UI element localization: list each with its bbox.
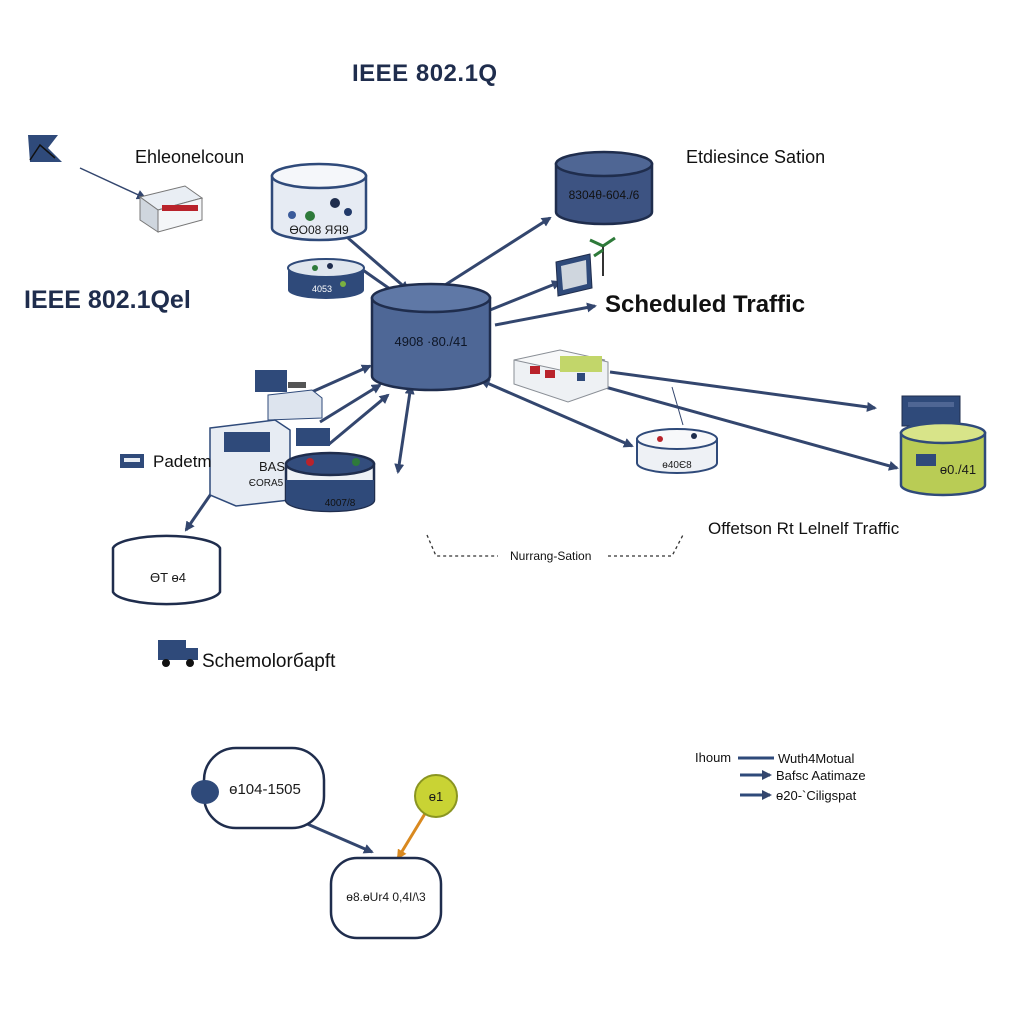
packet-icon <box>120 454 144 468</box>
label-schemo: Schemolorбapft <box>202 651 336 672</box>
hub-label: 4908 ·80./41 <box>394 334 467 349</box>
monitor-icon <box>555 253 593 297</box>
cylinder-top-label: ƟO08 ЯЯ9 <box>289 223 349 237</box>
truck-icon <box>158 640 198 667</box>
cylinder-small: 4053 <box>287 258 365 299</box>
legend-left-label: Ihoum <box>695 750 732 765</box>
cylinder-right-green-label: ɵ0./41 <box>940 462 976 477</box>
node-bottom-oval: ɵ104-1505 <box>191 746 326 830</box>
cylinder-small-label: 4053 <box>312 284 332 294</box>
rack-sublabel: ЄORA5 <box>249 478 284 489</box>
node-left-oval: ƟT ɵ4 <box>111 534 222 606</box>
arrow-hub-trcyl <box>444 216 552 287</box>
label-packet: Padetm <box>153 452 212 471</box>
label-top-right: Etdiesince Sation <box>686 147 826 167</box>
cylinder-right-small-label: ɵ40Є8 <box>662 460 692 471</box>
arrow-hub-down <box>394 384 415 474</box>
cylinder-right-green: ɵ0./41 <box>899 395 987 497</box>
arrow-badge-rect <box>396 811 428 860</box>
cylinder-right-small: ɵ40Є8 <box>636 428 718 474</box>
legend-arrows <box>738 756 774 800</box>
badge-label: ɵ1 <box>429 789 443 804</box>
server-rack: BAS ЄORA5 <box>209 370 330 507</box>
diagram-title: IEEE 802.1Q <box>352 60 498 87</box>
node-bottom-oval-label: ɵ104-1505 <box>229 781 301 798</box>
arrow-rack-hub1 <box>304 364 372 397</box>
arrow-bottomoval-rect <box>304 821 374 854</box>
cylinder-top-right: 8304θ-604./6 <box>554 150 654 226</box>
arrow-hub-rightsmall <box>479 379 634 448</box>
rack-label: BAS <box>259 459 285 474</box>
hub-cylinder: 4908 ·80./41 <box>370 282 492 392</box>
arrow-topcyl-hub <box>347 236 410 292</box>
node-bottom-rect-label: ɵ8.ɵUr4 0,4I/\3 <box>346 890 426 904</box>
dashed-bracket <box>426 532 685 557</box>
label-dashed: Nurrang-Sation <box>510 549 592 563</box>
label-top-left: Ehleonelcoun <box>135 147 245 167</box>
legend-item-1: Wuth4Motual <box>778 751 855 766</box>
device-icon <box>138 185 204 233</box>
cylinder-mid-label: 4007/8 <box>325 498 356 509</box>
arrow-factory-thin <box>671 386 684 426</box>
cylinder-mid: 4007/8 <box>284 451 376 513</box>
arrow-factory-green2 <box>597 383 899 471</box>
label-offset-traffic: Offetson Rt Lelnelf Traffic <box>708 519 900 538</box>
arrow-topleft-device <box>79 167 147 200</box>
left-title: IEEE 802.1Qel <box>24 286 191 314</box>
cylinder-top: ƟO08 ЯЯ9 <box>270 162 368 242</box>
legend-item-3: ɵ20-`Ciligspat <box>776 788 857 803</box>
node-left-oval-label: ƟT ɵ4 <box>150 570 186 585</box>
arrow-factory-green1 <box>609 370 877 412</box>
plant-icon <box>589 236 616 276</box>
cylinder-top-right-label: 8304θ-604./6 <box>569 188 640 202</box>
badge-circle: ɵ1 <box>414 774 458 818</box>
node-bottom-rect: ɵ8.ɵUr4 0,4I/\3 <box>329 856 443 940</box>
factory-icon <box>513 349 609 403</box>
arrow-hub-tv <box>489 280 562 312</box>
connector-arrows <box>79 167 899 860</box>
arrow-rack-hub2 <box>319 383 382 424</box>
label-scheduled-traffic: Scheduled Traffic <box>605 291 806 318</box>
antenna-icon <box>25 132 62 164</box>
arrow-hub-scheduled <box>494 302 597 327</box>
arrow-rack-hub3 <box>327 393 390 447</box>
legend-item-2: Bafsc Aatimaze <box>776 768 866 783</box>
